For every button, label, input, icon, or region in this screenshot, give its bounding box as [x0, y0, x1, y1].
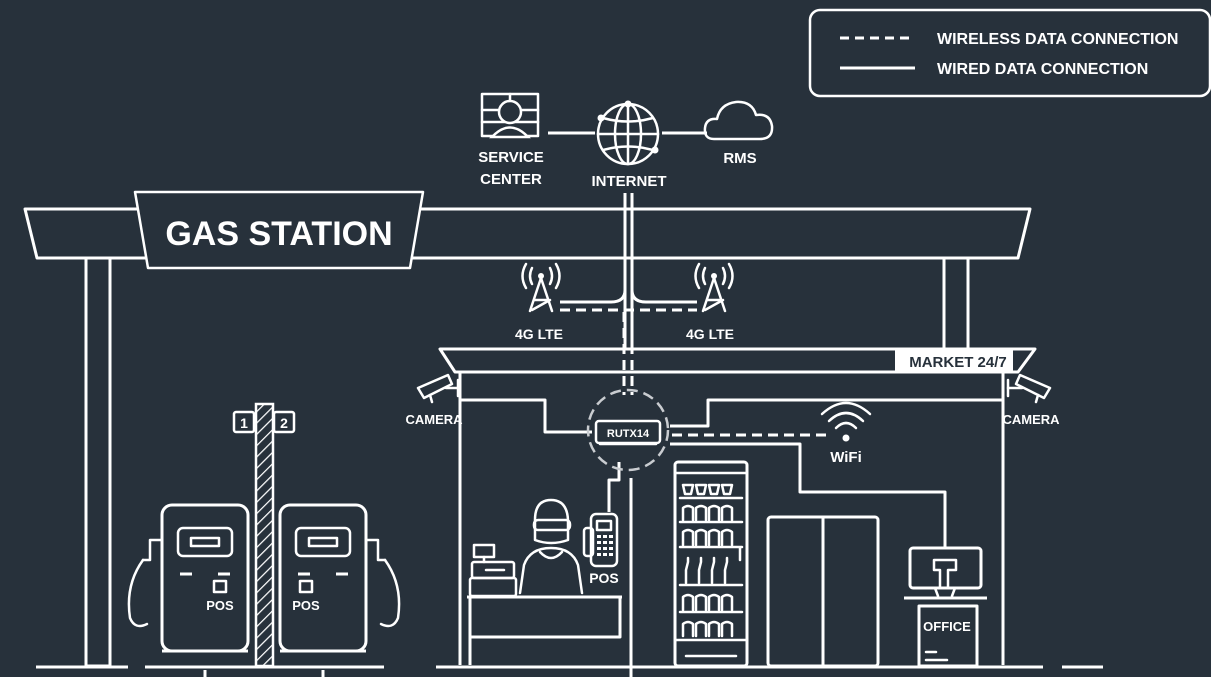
- legend-wired-label: WIRED DATA CONNECTION: [937, 61, 1148, 78]
- service-center-label-1: SERVICE: [478, 149, 544, 166]
- gas-station-title: GAS STATION: [165, 215, 392, 253]
- fuel-pump-right: POS: [278, 503, 401, 677]
- wifi: WiFi: [820, 401, 872, 466]
- router-rutx14: RUTX14: [586, 388, 670, 472]
- pos-pump-right-label: POS: [292, 598, 320, 613]
- camera-right: CAMERA: [1002, 373, 1060, 427]
- lte-tower-left: 4G LTE: [515, 262, 563, 342]
- rms-label: RMS: [723, 150, 756, 167]
- service-center-label-2: CENTER: [480, 171, 542, 188]
- camera-left: CAMERA: [405, 373, 463, 427]
- card-terminal-icon: [582, 512, 619, 568]
- legend: WIRELESS DATA CONNECTION WIRED DATA CONN…: [808, 8, 1211, 98]
- lte-left-label: 4G LTE: [515, 326, 563, 342]
- wifi-icon: [820, 401, 872, 442]
- market-building: MARKET 24/7: [438, 347, 1037, 665]
- legend-wireless-label: WIRELESS DATA CONNECTION: [937, 31, 1178, 48]
- market-sign: MARKET 24/7: [909, 354, 1007, 371]
- double-door-fridge: [766, 515, 880, 668]
- cell-tower-icon: [521, 262, 561, 313]
- cell-tower-icon: [694, 262, 734, 313]
- cashier-counter: [467, 498, 622, 665]
- security-camera-icon: [416, 373, 460, 404]
- pump-number-1: 1: [240, 415, 248, 431]
- rms: RMS: [703, 100, 774, 167]
- cashier-person-icon: [518, 498, 584, 595]
- lte-tower-right: 4G LTE: [686, 262, 734, 342]
- monitor-icon: [908, 546, 983, 598]
- fuel-nozzle-icon: [127, 538, 164, 628]
- service-center: SERVICE CENTER: [478, 92, 544, 188]
- office: OFFICE: [904, 546, 987, 668]
- pos-counter-label: POS: [589, 570, 619, 586]
- camera-right-label: CAMERA: [1002, 412, 1060, 427]
- internet-label: INTERNET: [592, 173, 667, 190]
- fuel-nozzle-icon: [364, 538, 401, 628]
- service-center-icon: [480, 92, 540, 139]
- pos-terminal-counter: POS: [582, 512, 619, 586]
- drinks-fridge: [673, 460, 749, 668]
- cloud-icon: [703, 100, 774, 141]
- pump-number-2: 2: [280, 415, 288, 431]
- gas-station-sign: GAS STATION: [133, 190, 425, 270]
- cash-register-icon: [468, 543, 518, 598]
- globe-icon: [596, 100, 660, 166]
- camera-left-label: CAMERA: [405, 412, 463, 427]
- router-label: RUTX14: [607, 428, 650, 440]
- pump-island-pole: 1 2: [232, 402, 296, 668]
- security-camera-icon: [1006, 373, 1052, 404]
- wifi-label: WiFi: [830, 449, 862, 466]
- pos-pump-left-label: POS: [206, 598, 234, 613]
- lte-right-label: 4G LTE: [686, 326, 734, 342]
- internet: INTERNET: [592, 100, 667, 190]
- office-label: OFFICE: [923, 619, 971, 634]
- fuel-pump-left: POS: [127, 503, 250, 677]
